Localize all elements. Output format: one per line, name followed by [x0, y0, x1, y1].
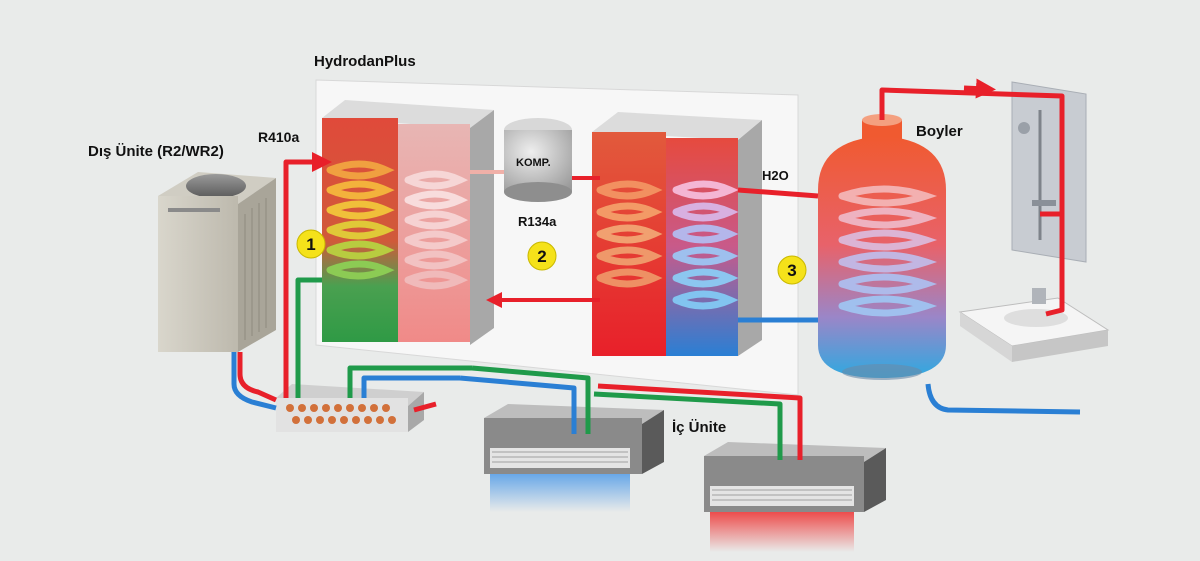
stage-badges: 1 2 3	[296, 229, 807, 285]
system-name-label: HydrodanPlus	[314, 53, 416, 70]
stage-badge-3: 3	[777, 255, 807, 285]
indoor-unit-heating	[704, 442, 886, 552]
refrigerant-1-label: R410a	[258, 129, 299, 145]
refrigerant-2-label: R134a	[518, 214, 557, 229]
boiler-tank	[818, 114, 946, 380]
outdoor-unit-label: Dış Ünite (R2/WR2)	[88, 143, 224, 160]
pipes	[231, 78, 1081, 460]
boiler-label: Boyler	[916, 123, 963, 140]
indoor-unit-cooling	[484, 404, 664, 512]
indoor-unit-label: İç Ünite	[672, 419, 726, 436]
water-label: H2O	[762, 168, 789, 183]
svg-text:1: 1	[306, 235, 315, 254]
outdoor-unit	[158, 172, 276, 352]
stage-badge-2: 2	[527, 241, 557, 271]
branch-controller	[276, 384, 424, 432]
heat-exchanger-1	[322, 100, 494, 345]
svg-text:3: 3	[787, 261, 796, 280]
internal-pipes	[470, 170, 600, 308]
svg-text:2: 2	[537, 247, 546, 266]
shower-panel	[1011, 81, 1087, 263]
sink	[958, 288, 1110, 362]
compressor: KOMP.	[504, 118, 572, 202]
stage-badge-1: 1	[296, 229, 326, 259]
heat-exchanger-2	[592, 112, 762, 356]
compressor-label: KOMP.	[516, 157, 551, 169]
